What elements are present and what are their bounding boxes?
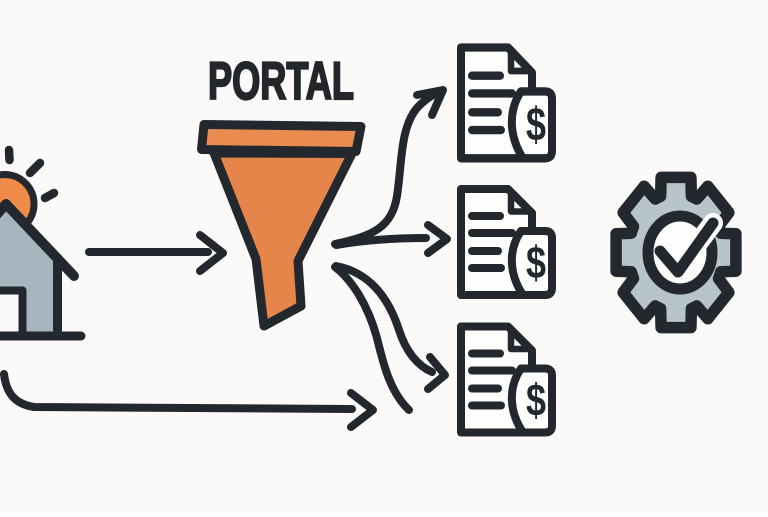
svg-text:PORTAL: PORTAL [208,52,354,111]
